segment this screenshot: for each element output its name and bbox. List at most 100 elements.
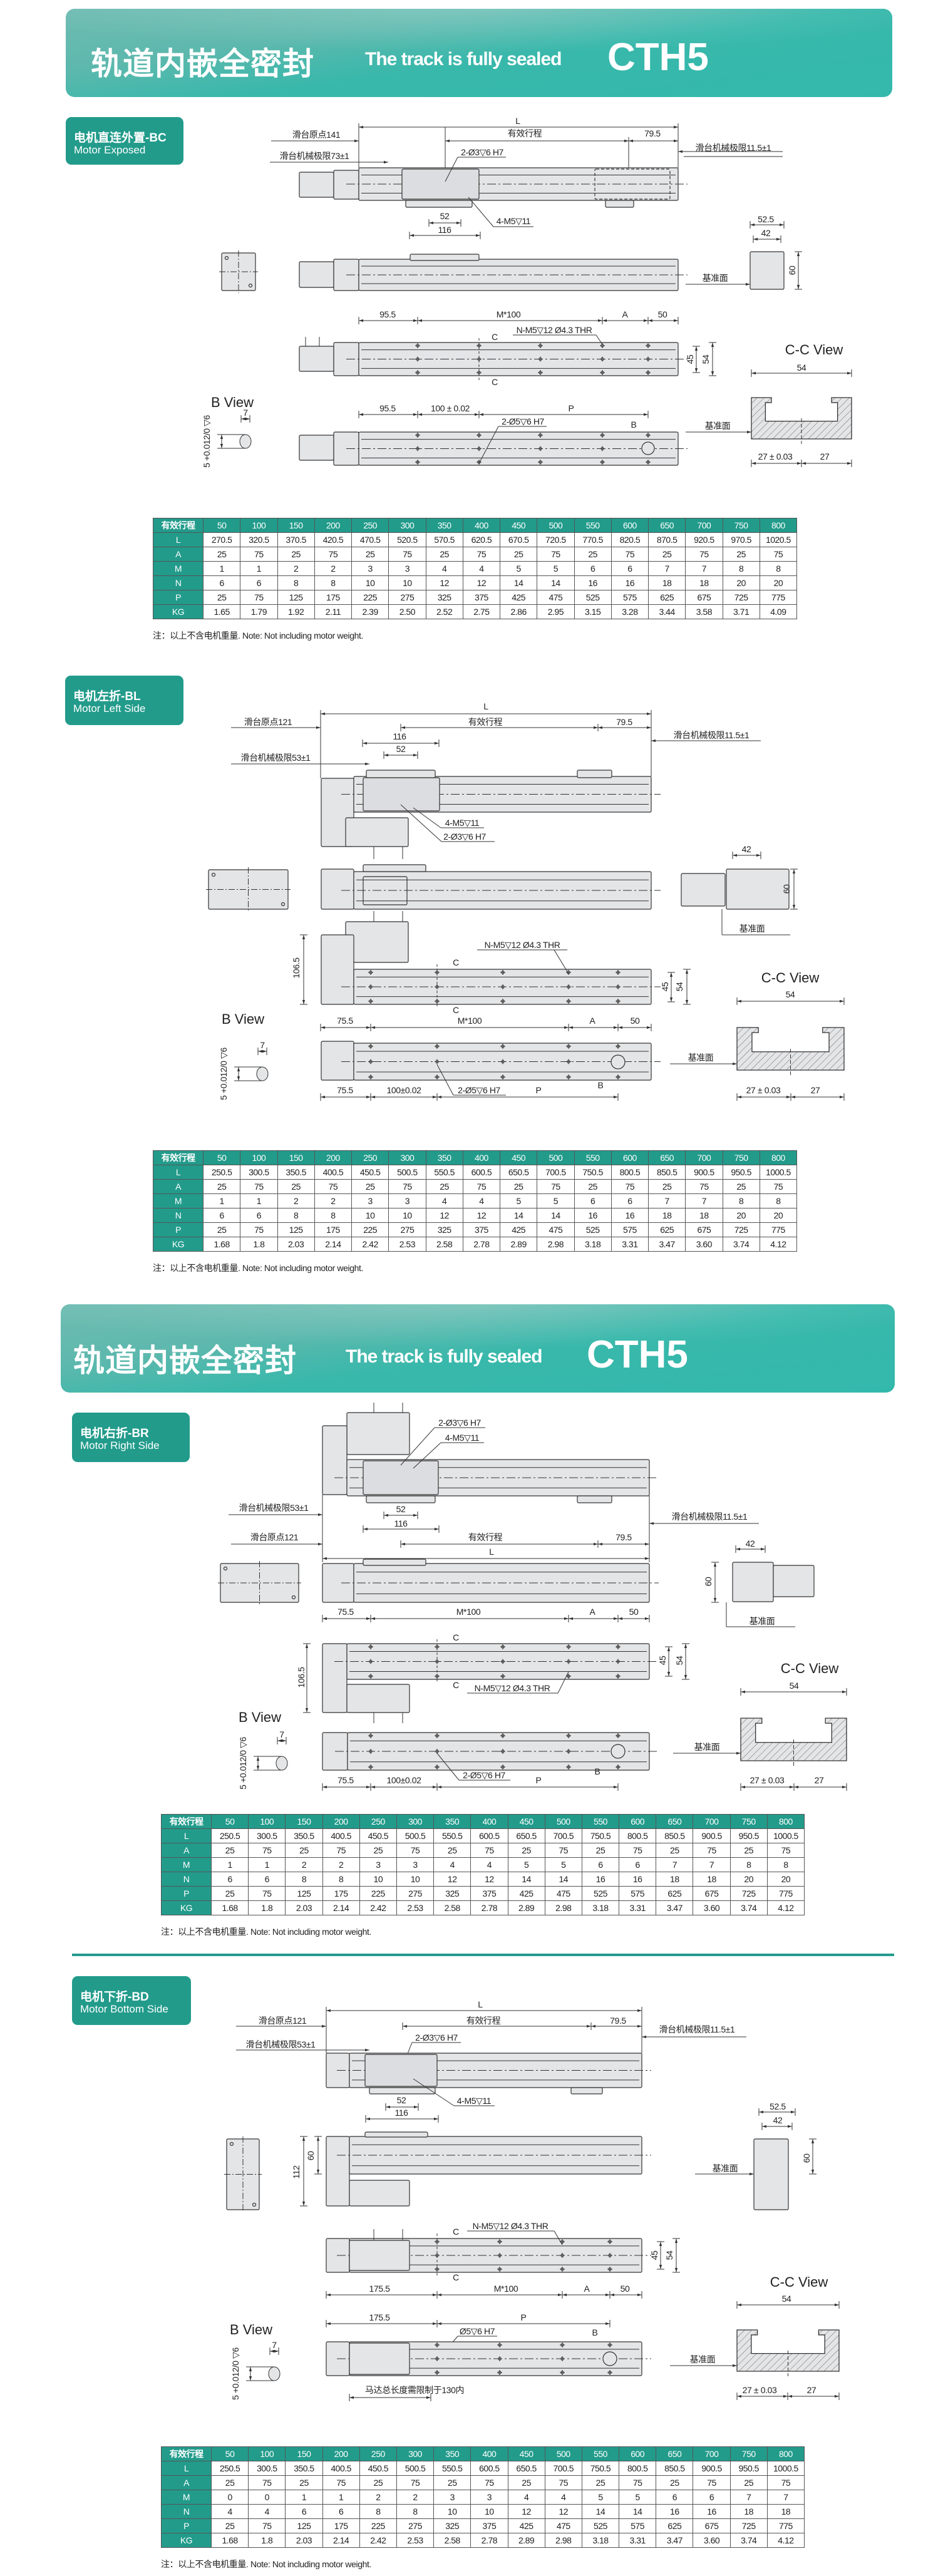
leader-line [436, 1064, 454, 1096]
dim-label-motor-note: 马达总长度需限制于130内 [364, 2385, 465, 2395]
table-cell: 2.98 [544, 1900, 582, 1915]
stroke-header-label: 有效行程 [153, 1150, 204, 1165]
motor-body [346, 1412, 410, 1455]
carriage-top [363, 864, 426, 872]
stroke-header-cell: 150 [285, 1814, 323, 1829]
table-cell: 2.14 [314, 1237, 353, 1252]
dim-label-limit-right: 滑台机械极限11.5±1 [673, 730, 750, 740]
dim-label-P: P [535, 1085, 542, 1095]
dim-label-m100: M*100 [456, 1607, 481, 1617]
table-cell: 3.18 [581, 2533, 620, 2548]
table-cell: 600.5 [462, 1165, 501, 1180]
mounting-hole-icon [616, 1734, 620, 1738]
table-cell: 3.47 [656, 2533, 694, 2548]
mounting-hole-icon [538, 460, 542, 464]
table-cell: 18 [729, 2504, 768, 2519]
dim-label-d50: 50 [630, 1016, 640, 1026]
table-cell: 625 [656, 1886, 694, 1901]
table-cell: 400.5 [322, 2461, 360, 2476]
table-cell: 3 [351, 1193, 389, 1208]
table-cell: 4 [248, 2504, 286, 2519]
pin-hole-icon [611, 1744, 626, 1759]
table-cell: 25 [285, 2475, 323, 2490]
dim-label-cc-27b: 27 [810, 1085, 820, 1095]
table-cell: 125 [285, 1886, 323, 1901]
dim-label-d52: 52 [396, 744, 406, 754]
table-cell: 800.5 [611, 1165, 649, 1180]
table-cell: 1.8 [240, 1237, 278, 1252]
table-cell: 75 [759, 547, 798, 562]
dim-label-cc-view: C-C View [785, 342, 843, 358]
table-cell: 25 [210, 1843, 249, 1858]
table-cell: 25 [647, 1179, 686, 1194]
carriage-block [363, 777, 440, 811]
mounting-hole-icon [538, 357, 542, 361]
table-cell: 8 [396, 2504, 435, 2519]
table-cell: 3.60 [685, 1237, 723, 1252]
dim-label-pin-holes: 2-Ø3▽6 H7 [461, 147, 503, 157]
mounting-hole-icon [498, 2371, 502, 2374]
stroke-header-cell: 100 [248, 1814, 286, 1829]
mounting-hole-icon [416, 357, 420, 361]
mounting-hole-icon [538, 446, 542, 451]
table-cell: 970.5 [722, 532, 760, 547]
table-cell: 75 [759, 1179, 798, 1194]
clamp-block [570, 2087, 603, 2094]
dim-label-d45: 45 [657, 1656, 667, 1666]
stroke-header-cell: 600 [611, 1150, 649, 1165]
mounting-hole-icon [501, 999, 505, 1003]
table-cell: 725 [722, 590, 760, 605]
dim-label-n-holes: N-M5▽12 Ø4.3 THR [474, 1683, 550, 1693]
table-cell: 5 [507, 1857, 545, 1872]
dim-label-cc-27b: 27 [806, 2385, 817, 2395]
table-cell: 770.5 [574, 532, 612, 547]
table-cell: 2.42 [359, 2533, 397, 2548]
row-header: M [161, 2490, 212, 2505]
dim-label-d54: 54 [701, 354, 711, 364]
stroke-header-cell: 800 [766, 1814, 805, 1829]
table-cell: 6 [581, 1857, 620, 1872]
table-cell: 3.47 [647, 1237, 686, 1252]
cross-section-profile [751, 397, 852, 440]
row-header: L [161, 2461, 212, 2476]
dim-label-d116: 116 [394, 1518, 408, 1528]
dim-label-A: A [589, 1016, 595, 1026]
row-header: A [161, 1843, 212, 1858]
dim-label-c: C [492, 332, 498, 342]
table-cell: 25 [729, 1843, 768, 1858]
table-cell: 3.15 [574, 604, 612, 619]
table-cell: 75 [322, 1843, 360, 1858]
table-cell: 75 [693, 1843, 731, 1858]
table-cell: 75 [388, 1179, 426, 1194]
table-cell: 2.58 [425, 1237, 463, 1252]
table-cell: 325 [433, 1886, 471, 1901]
dim-label-d52-5: 52.5 [758, 214, 774, 224]
cross-section-profile [736, 2329, 840, 2372]
stroke-header-label: 有效行程 [161, 2446, 212, 2461]
table-cell: 2.03 [285, 1900, 323, 1915]
table-cell: 275 [396, 2518, 435, 2533]
table-cell: 175 [322, 2518, 360, 2533]
table-cell: 3.71 [722, 604, 760, 619]
mounting-hole-icon [416, 344, 420, 348]
table-cell: 7 [656, 1857, 694, 1872]
stroke-header-cell: 450 [499, 1150, 538, 1165]
stroke-header-cell: 700 [685, 1150, 723, 1165]
table-cell: 6 [210, 1872, 249, 1887]
mounting-hole-icon [560, 2240, 564, 2244]
table-cell: 600.5 [470, 1828, 508, 1843]
table-cell: 18 [685, 1208, 723, 1223]
row-header: L [153, 1165, 204, 1180]
table-cell: 650.5 [499, 1165, 538, 1180]
table-cell: 425 [499, 1222, 538, 1237]
table-cell: 3.18 [574, 1237, 612, 1252]
table-cell: 14 [581, 2504, 620, 2519]
table-cell: 1.65 [202, 604, 241, 619]
table-cell: 14 [537, 575, 575, 590]
table-cell: 75 [685, 1179, 723, 1194]
stroke-header-cell: 550 [574, 518, 612, 533]
stroke-header-cell: 750 [722, 1150, 760, 1165]
mounting-hole-icon [501, 1059, 505, 1064]
